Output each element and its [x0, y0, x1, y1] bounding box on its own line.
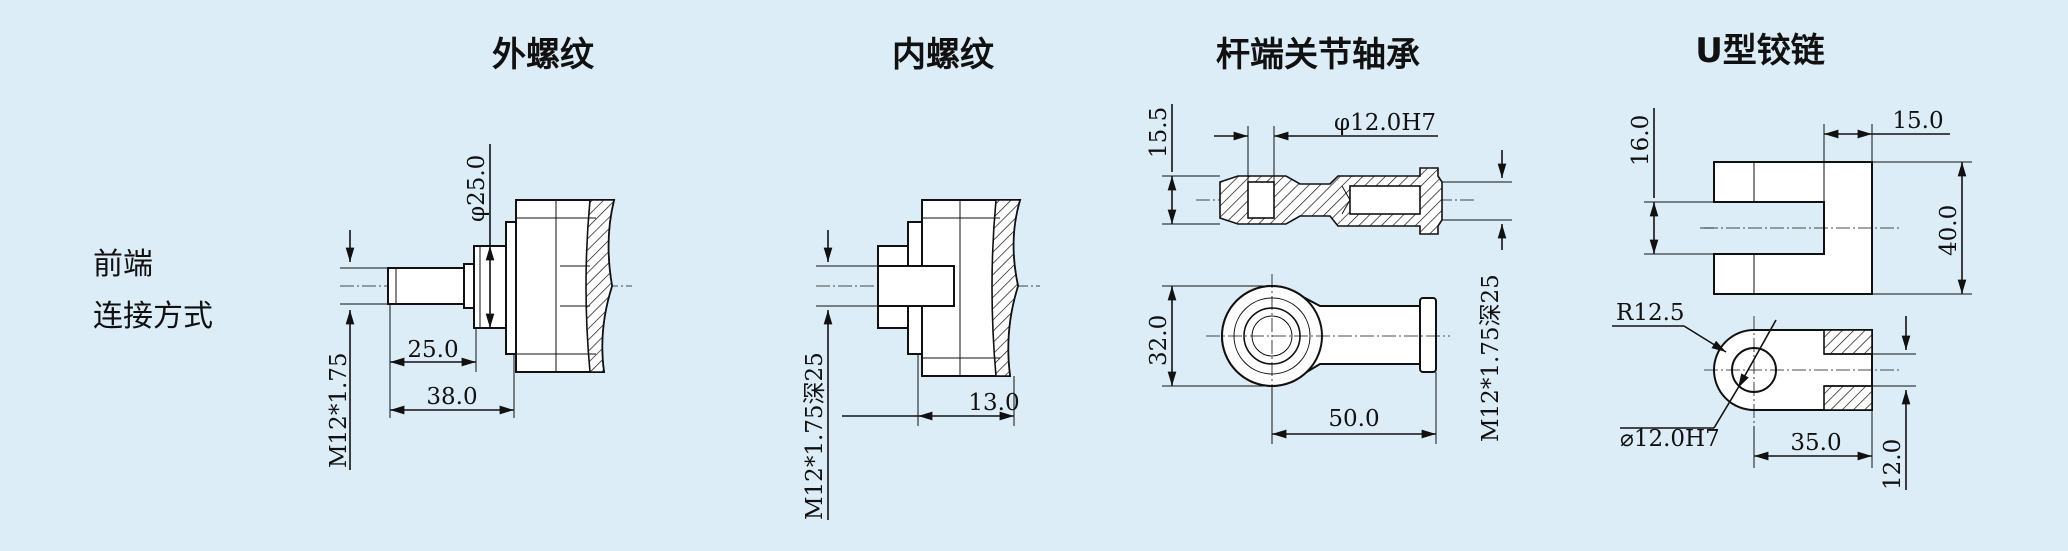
- u-hinge-bore: ⌀12.0H7: [1620, 426, 1720, 452]
- outer-thread-length-1: 25.0: [407, 337, 458, 363]
- u-hinge-width-2: 35.0: [1790, 430, 1841, 456]
- outer-thread-spec: M12*1.75: [326, 352, 352, 468]
- inner-thread-drawing: [816, 199, 1040, 377]
- inner-thread-length: 13.0: [968, 390, 1019, 416]
- u-hinge-height-2: 40.0: [1936, 205, 1962, 256]
- rod-end-front-view: [1206, 274, 1450, 398]
- outer-thread-diameter: φ25.0: [464, 155, 490, 222]
- outer-thread-drawing: [340, 199, 632, 373]
- inner-thread-spec: M12*1.75深25: [802, 352, 828, 520]
- rod-end-thread-spec: M12*1.75深25: [1478, 274, 1504, 442]
- title-rod-end-bearing: 杆端关节轴承: [1216, 35, 1420, 75]
- u-hinge-top-view: [1700, 161, 1900, 295]
- title-outer-thread: 外螺纹: [492, 35, 595, 75]
- title-u-hinge: U型铰链: [1695, 31, 1825, 71]
- u-hinge-width-1: 15.0: [1892, 108, 1943, 134]
- u-hinge-height-1: 16.0: [1628, 115, 1654, 166]
- outer-thread-length-2: 38.0: [426, 384, 477, 410]
- row-label-line2: 连接方式: [93, 299, 213, 334]
- u-hinge-radius: R12.5: [1616, 300, 1685, 326]
- rod-end-top-view: [1196, 167, 1474, 235]
- row-label-line1: 前端: [93, 247, 153, 282]
- rod-end-height-2: 32.0: [1146, 315, 1172, 366]
- u-hinge-height-3: 12.0: [1880, 439, 1906, 490]
- title-inner-thread: 内螺纹: [892, 35, 995, 75]
- rod-end-bore: φ12.0H7: [1334, 110, 1436, 136]
- u-hinge-side-view: [1704, 316, 1900, 426]
- rod-end-length: 50.0: [1328, 406, 1379, 432]
- rod-end-height-1: 15.5: [1146, 107, 1172, 158]
